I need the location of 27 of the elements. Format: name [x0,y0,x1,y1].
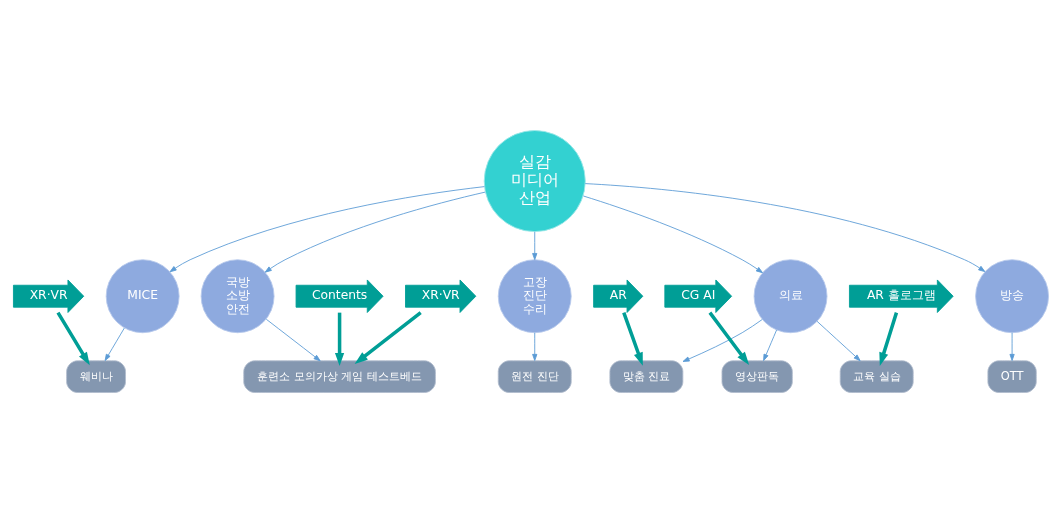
arrow [708,311,750,365]
node-circle: 실감 미디어 산업 [483,129,586,232]
arrow [532,331,538,361]
arrow [622,311,643,366]
node-box: 원전 진단 [497,359,572,393]
node-circle: 고장 진단 수리 [497,258,572,333]
arrow [1009,331,1015,361]
arrow [584,182,986,272]
node-box: 영상판독 [721,359,793,393]
node-box: 맞춤 진료 [609,359,684,393]
arrow [879,311,899,366]
arrow [682,318,763,362]
node-box: 훈련소 모의가상 게임 테스트베드 [243,359,436,393]
node-box: 교육 실습 [839,359,914,393]
arrow [532,230,538,260]
node-box: 웨비나 [66,359,126,393]
arrow [265,318,321,361]
arrow [354,310,422,364]
arrow [334,312,345,366]
arrow [816,320,861,361]
arrow [104,327,125,361]
arrow [582,195,763,273]
node-box: OTT [987,359,1037,393]
arrow [264,191,486,273]
arrow [169,185,485,272]
arrow [56,311,90,365]
arrow [763,329,777,361]
